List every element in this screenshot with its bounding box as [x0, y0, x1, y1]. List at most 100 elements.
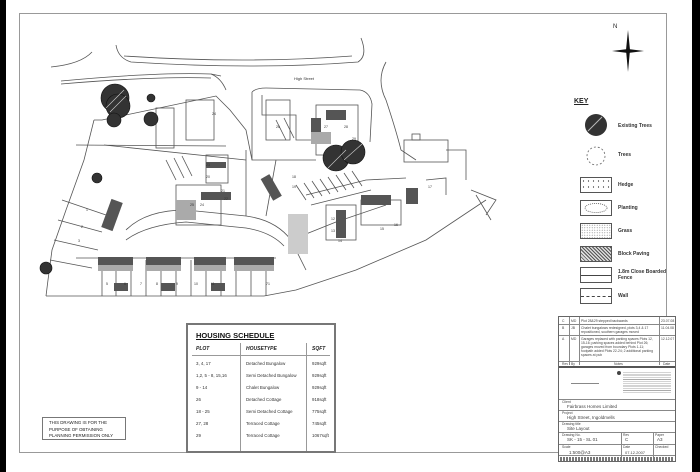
housing-schedule-table: HOUSING SCHEDULE PLOT HOUSETYPE SQFT 3, … [186, 323, 336, 453]
rev-header: Rev [562, 362, 569, 366]
cell-sqft: 929sqft [312, 385, 327, 390]
cell-plot: 29 [196, 433, 201, 438]
drawing-no-label: Drawing No. [562, 433, 581, 437]
row-divider [559, 324, 675, 325]
row-divider [559, 455, 675, 456]
client-value: Fairbrass Homes Limited [567, 404, 618, 409]
row-divider [559, 432, 675, 433]
notice-line: PLANNING PERMISSION ONLY [49, 433, 114, 438]
key-label: Block Paving [618, 251, 650, 257]
notice-line: PURPOSE OF OBTAINING [49, 426, 103, 432]
planting-icon [580, 200, 612, 216]
rev-notes: Plot 28&29 stepped backwards [581, 319, 628, 323]
block-paving-icon [580, 246, 612, 262]
svg-text:2: 2 [81, 225, 83, 229]
row-divider [559, 421, 675, 422]
drawing-title-label: Drawing title [562, 422, 581, 426]
svg-text:23: 23 [206, 163, 210, 167]
rev-header: Date [663, 362, 671, 366]
svg-text:6: 6 [124, 282, 126, 286]
north-arrow-icon [612, 30, 644, 72]
planning-notice: THIS DRAWING IS FOR THE PURPOSE OF OBTAI… [42, 417, 126, 440]
rev-col-divider [659, 317, 660, 365]
svg-text:13: 13 [331, 229, 335, 233]
cell-sqft: 929sqft [312, 361, 327, 366]
housing-schedule-title: HOUSING SCHEDULE [196, 331, 275, 340]
cell-housetype: Terraced Cottage [246, 433, 280, 438]
col-divider [621, 432, 622, 460]
svg-text:9: 9 [176, 282, 178, 286]
cell-plot: 9 - 14 [196, 385, 208, 390]
svg-text:22: 22 [224, 197, 228, 201]
cell-plot: 27, 28 [196, 421, 209, 426]
grass-icon [580, 223, 612, 239]
key-label: Hedge [618, 182, 634, 188]
table-row: 1,2, 5 - 8, 15,16 Semi Detached Bungalow… [188, 371, 334, 381]
column-header-housetype: HOUSETYPE [246, 346, 277, 352]
svg-text:7: 7 [140, 282, 142, 286]
rev-label: Rev [623, 433, 630, 437]
svg-text:26: 26 [276, 125, 280, 129]
svg-text:15: 15 [380, 227, 384, 231]
table-row: 18 - 25 Semi Detached Cottage 775sqft [188, 407, 334, 417]
key-item-wall: Wall [574, 288, 674, 308]
key-item-existing-trees: Existing Trees [574, 114, 674, 136]
svg-text:27: 27 [324, 125, 328, 129]
key-item-block-paving: Block Paving [574, 246, 674, 266]
svg-text:20: 20 [206, 175, 210, 179]
street-label: High Street [294, 76, 315, 81]
rev-header: Notes [614, 362, 623, 366]
paper-label: Paper [655, 433, 665, 437]
cell-sqft: 929sqft [312, 373, 327, 378]
rev-date: 12.12.07 [661, 337, 675, 341]
cell-plot: 26 [196, 397, 201, 402]
cell-housetype: Detached Bungalow [246, 361, 286, 366]
key-label: 1.8m Close Boarded Fence [618, 269, 667, 281]
svg-text:16: 16 [394, 223, 398, 227]
rev-col-divider [579, 317, 580, 365]
key-item-trees: Trees [574, 146, 674, 166]
row-divider [559, 410, 675, 411]
svg-text:24: 24 [212, 112, 216, 116]
key-label: Planting [618, 205, 638, 211]
project-label: Project [562, 411, 573, 415]
company-address [623, 371, 671, 393]
key-label: Grass [618, 228, 633, 234]
row-divider [559, 361, 675, 362]
row-divider [559, 399, 675, 400]
svg-text:5: 5 [106, 282, 108, 286]
key-item-grass: Grass [574, 223, 674, 243]
rev-letter: B [562, 326, 565, 330]
key-label: Existing Trees [618, 123, 652, 129]
copyright-strip [560, 457, 674, 461]
cell-housetype: Chalet Bungalow [246, 385, 280, 390]
cell-sqft: 918sqft [312, 397, 327, 402]
cell-housetype: Terraced Cottage [246, 421, 280, 426]
svg-text:21: 21 [221, 189, 225, 193]
svg-text:19: 19 [292, 185, 296, 189]
svg-text:11: 11 [211, 282, 215, 286]
table-row: 27, 28 Terraced Cottage 745sqft [188, 419, 334, 429]
table-row: 3, 4, 17 Detached Bungalow 929sqft [188, 359, 334, 369]
key-item-hedge: Hedge [574, 177, 674, 197]
key-item-planting: Planting [574, 200, 674, 220]
cell-housetype: Semi Detached Bungalow [246, 373, 297, 378]
col-divider [653, 432, 654, 460]
rev-notes: Garages replaced with parking spaces Plo… [581, 337, 654, 357]
table-row: 29 Terraced Cottage 1067sqft [188, 431, 334, 441]
scale-label: Scale [562, 445, 571, 449]
cell-housetype: Detached Cottage [246, 397, 282, 402]
key-label: Wall [618, 293, 629, 299]
rev-date: 23.07.08 [661, 319, 675, 323]
drawing-no-value: SK - 15 - SL 01 [567, 437, 598, 442]
existing-tree-icon [585, 114, 607, 136]
rev-header: By [571, 362, 575, 366]
client-label: Client [562, 400, 571, 404]
key-item-fence: 1.8m Close Boarded Fence [574, 267, 674, 287]
drawing-sheet-border [19, 13, 667, 453]
column-divider [240, 343, 241, 451]
notice-line: THIS DRAWING IS FOR THE [49, 420, 108, 425]
row-divider [559, 366, 675, 368]
